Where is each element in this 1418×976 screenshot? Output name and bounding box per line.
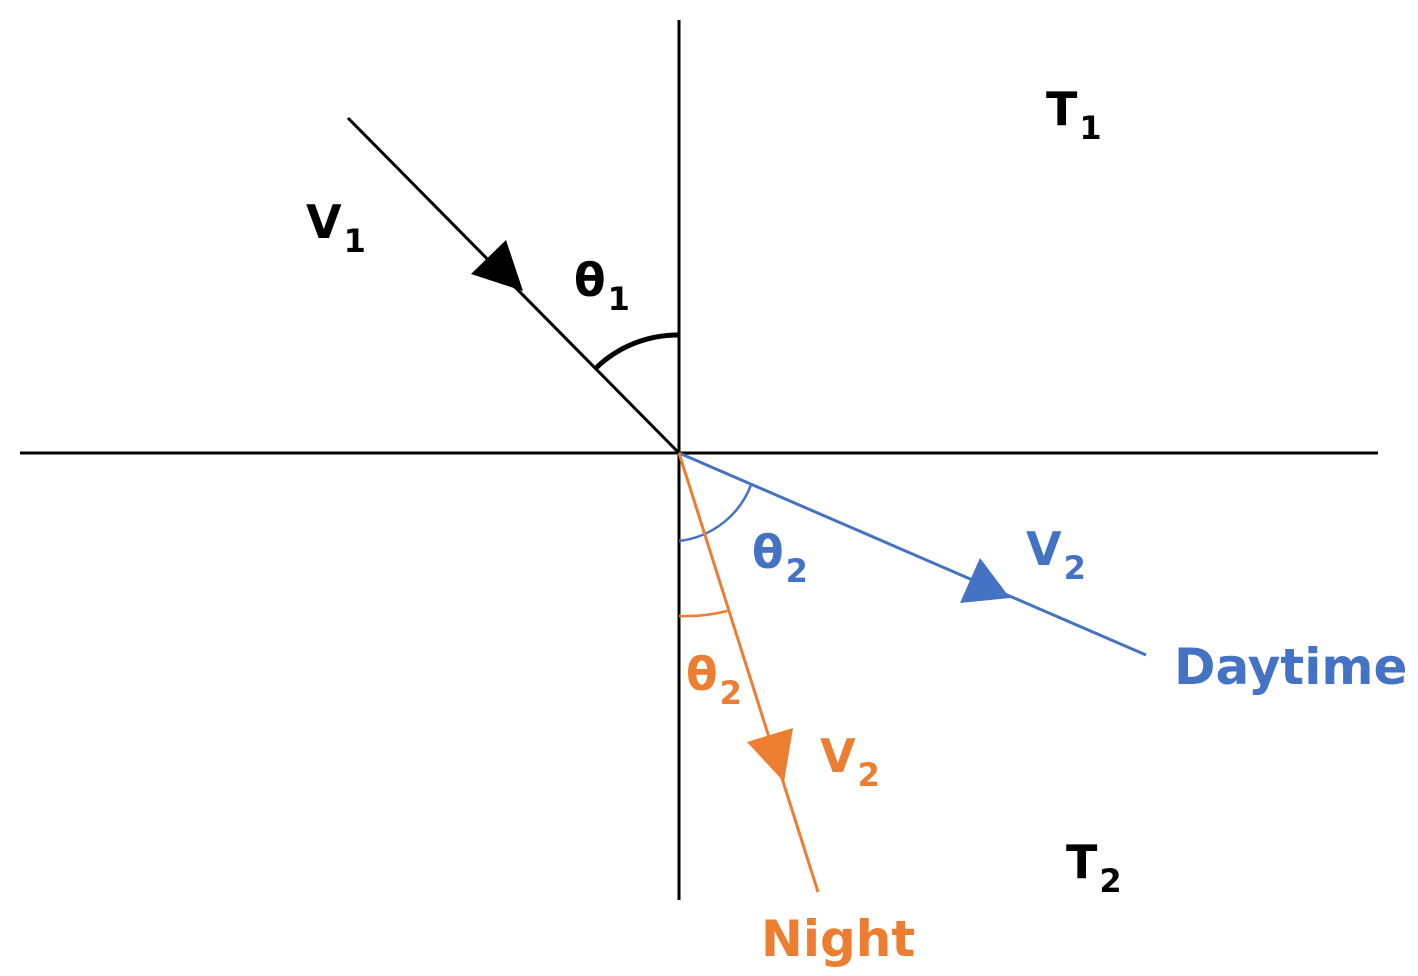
theta1-angle-arc <box>594 332 680 370</box>
night-label: Night <box>761 910 915 968</box>
daytime-ray-arrowhead <box>960 558 1010 603</box>
theta2-night-angle-arc <box>678 609 728 618</box>
v2-night-label: V2 <box>820 729 880 794</box>
theta2-daytime-label: θ2 <box>752 525 808 590</box>
theta2-night-label: θ2 <box>686 647 742 712</box>
daytime-label: Daytime <box>1174 638 1407 696</box>
night-ray-arrowhead <box>747 728 793 782</box>
daytime-refracted-ray <box>678 451 1147 657</box>
t2-label: T2 <box>1066 835 1122 900</box>
t1-label: T1 <box>1046 82 1102 147</box>
night-refracted-ray <box>677 452 820 893</box>
theta2-daytime-angle-arc <box>678 484 753 543</box>
theta1-label: θ1 <box>574 253 630 318</box>
incident-ray-arrowhead <box>471 240 523 291</box>
v1-label: V1 <box>306 195 366 260</box>
v2-daytime-label: V2 <box>1026 522 1086 587</box>
